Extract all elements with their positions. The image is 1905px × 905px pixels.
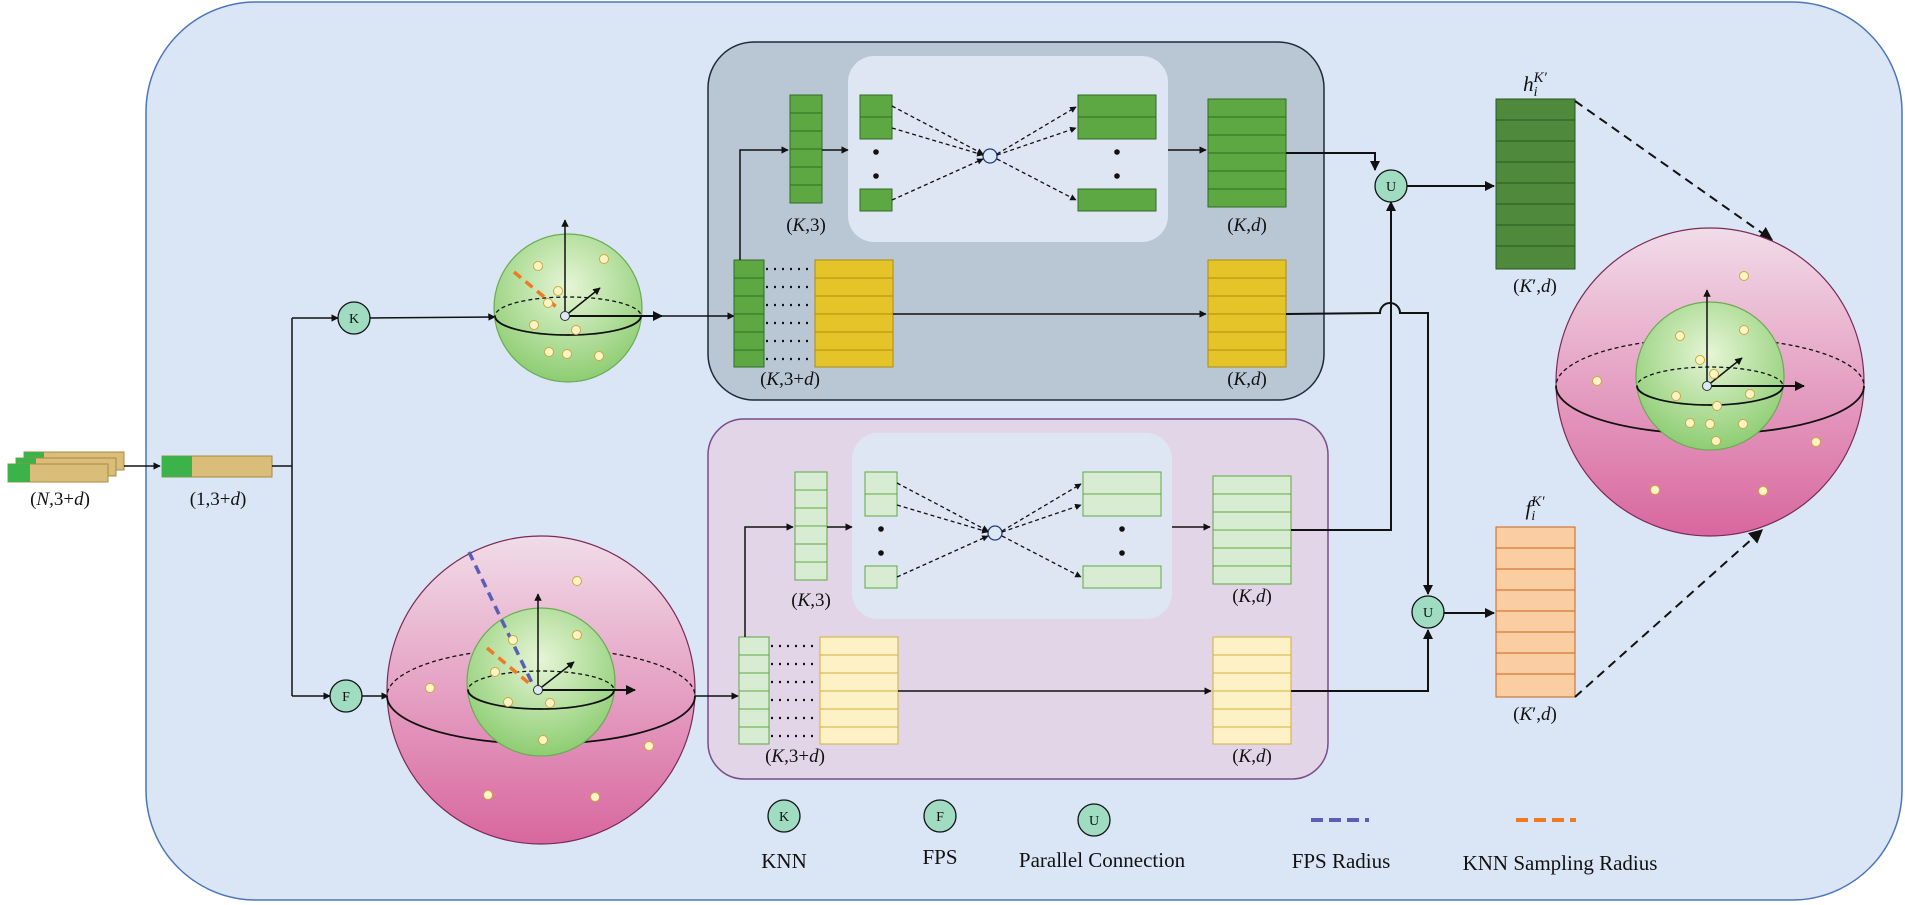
svg-text:K: K: [779, 810, 789, 825]
bottom-k3d-block: [738, 636, 899, 745]
top-kd-yellow-label: (K,d): [1227, 369, 1267, 390]
fps-radius-line: [467, 551, 535, 686]
legend-knn-sampling-radius: KNN Sampling Radius: [1463, 818, 1658, 875]
legend-fps-radius: FPS Radius: [1292, 818, 1391, 873]
top-kd-green-block: [1207, 98, 1287, 208]
bottom-inner-panel: [852, 433, 1172, 619]
top-k3d-block: [733, 259, 894, 368]
top-k3-block: [789, 94, 823, 204]
legend-knn-symbol: [767, 799, 801, 833]
bottom-mlp: [864, 471, 1162, 589]
legend-fps-symbol: [923, 799, 957, 833]
h-output-block: [1495, 98, 1576, 270]
svg-text:FPS Radius: FPS Radius: [1292, 849, 1391, 873]
bottom-kd-green-block: [1212, 475, 1292, 585]
svg-text:KNN: KNN: [761, 849, 807, 873]
svg-text:KNN Sampling Radius: KNN Sampling Radius: [1463, 851, 1658, 875]
single-point-label: (1,3+d): [190, 489, 247, 510]
output-sphere: [1555, 227, 1865, 537]
top-kd-green-label: (K,d): [1227, 215, 1267, 236]
bottom-k3-block: [794, 471, 828, 581]
top-kd-yellow-block: [1207, 259, 1287, 368]
knn-node: K: [337, 301, 371, 335]
svg-text:U: U: [1423, 606, 1433, 621]
bottom-k3d-label: (K,3+d): [765, 746, 825, 767]
knn-sphere: [493, 219, 663, 383]
svg-text:F: F: [936, 810, 944, 825]
svg-text:FPS: FPS: [922, 845, 957, 869]
svg-text:U: U: [1386, 180, 1396, 195]
h-output-label: hiK′: [1523, 70, 1547, 100]
bottom-kd-yellow-block: [1212, 636, 1292, 745]
legend-knn: K KNN: [761, 799, 807, 873]
top-inner-panel: [848, 56, 1168, 242]
input-label: (N,3+d): [30, 489, 90, 510]
fps-sphere: [386, 535, 696, 845]
svg-text:Parallel Connection: Parallel Connection: [1019, 848, 1186, 872]
top-k3-label: (K,3): [786, 215, 826, 236]
fps-node: F: [329, 679, 363, 713]
svg-text:U: U: [1089, 814, 1099, 829]
svg-text:F: F: [342, 690, 350, 705]
bottom-k3-label: (K,3): [791, 590, 831, 611]
legend-fps: F FPS: [922, 799, 958, 869]
top-mlp: [859, 94, 1157, 212]
union-node-bottom: U: [1411, 595, 1445, 629]
f-output-label: fiK′: [1525, 494, 1545, 524]
f-output-dim-label: (K′,d): [1513, 704, 1557, 725]
f-output-block: [1495, 526, 1576, 698]
top-k3d-label: (K,3+d): [760, 369, 820, 390]
single-point-block: [161, 455, 273, 478]
union-node-top: U: [1374, 169, 1408, 203]
legend-union-symbol: [1077, 803, 1111, 837]
legend-parallel-connection: U Parallel Connection: [1019, 803, 1186, 872]
h-output-dim-label: (K′,d(): [1513, 276, 1557, 297]
svg-text:K: K: [349, 312, 359, 327]
bottom-kd-yellow-label: (K,d): [1232, 746, 1272, 767]
bottom-kd-green-label: (K,d): [1232, 586, 1272, 607]
input-point-cloud-block: [7, 451, 125, 483]
